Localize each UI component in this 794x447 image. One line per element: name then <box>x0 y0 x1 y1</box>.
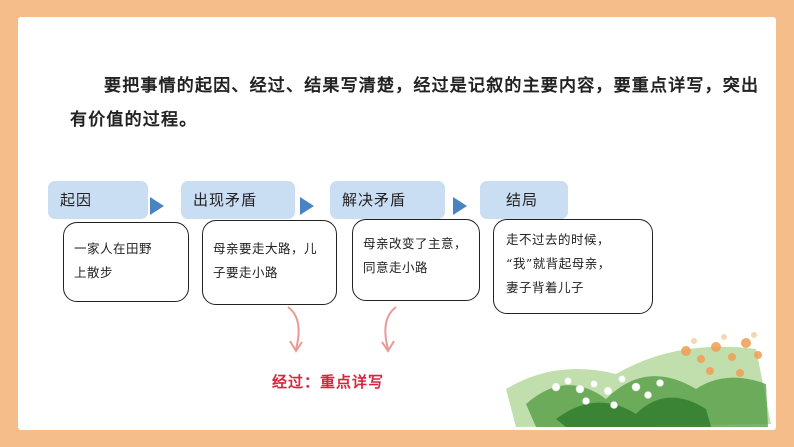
box-line: 上散步 <box>74 265 114 280</box>
curve-arrow-icon <box>287 306 303 353</box>
conflict-box: 母亲要走大路，儿 子要走小路 <box>202 220 337 305</box>
summary-text: 经过：重点详写 <box>272 373 385 391</box>
intro-paragraph: 要把事情的起因、经过、结果写清楚，经过是记叙的主要内容，要重点详写，突出有价值的… <box>70 76 760 130</box>
stage-cause: 起因 <box>48 181 148 219</box>
cause-box: 一家人在田野 上散步 <box>63 222 189 302</box>
slide-panel: 要把事情的起因、经过、结果写清楚，经过是记叙的主要内容，要重点详写，突出有价值的… <box>18 17 776 430</box>
stage-outcome: 结局 <box>480 181 568 219</box>
flow-arrow-icon <box>453 197 467 215</box>
stage-conflict: 出现矛盾 <box>181 181 295 219</box>
box-line: 妻子背着儿子 <box>506 280 585 295</box>
box-line: 同意走小路 <box>363 260 429 275</box>
stage-resolution: 解决矛盾 <box>330 181 445 219</box>
box-line: 母亲改变了主意， <box>363 236 468 251</box>
curve-arrow-icon <box>381 306 397 353</box>
resolution-box: 母亲改变了主意， 同意走小路 <box>352 219 480 301</box>
flower-decoration-icon <box>506 332 771 427</box>
box-line: 子要走小路 <box>213 265 279 280</box>
box-line: “我”就背起母亲， <box>506 256 611 271</box>
box-line: 一家人在田野 <box>74 241 153 256</box>
flow-arrow-icon <box>300 197 314 215</box>
box-line: 走不过去的时候， <box>506 232 611 247</box>
outcome-box: 走不过去的时候， “我”就背起母亲， 妻子背着儿子 <box>493 219 653 314</box>
box-line: 母亲要走大路，儿 <box>213 241 318 256</box>
flow-arrow-icon <box>150 197 164 215</box>
